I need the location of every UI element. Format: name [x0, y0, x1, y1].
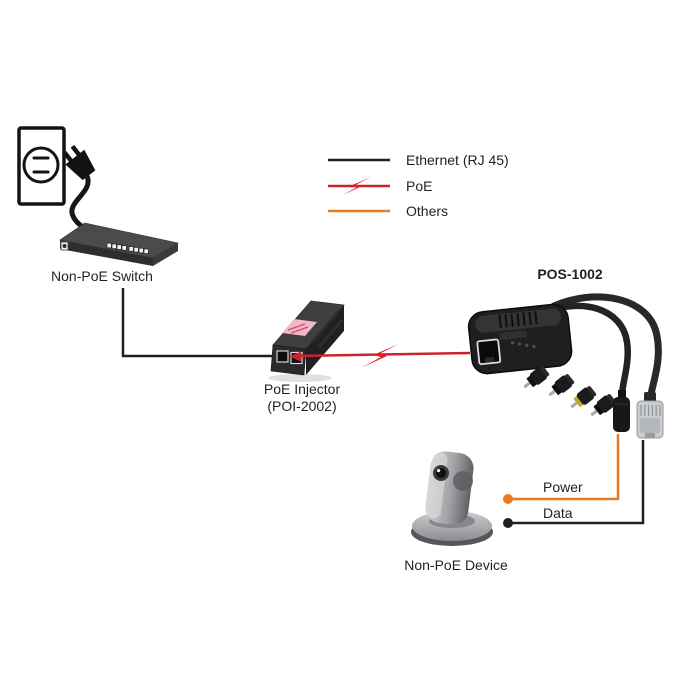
switch-ports	[106, 242, 149, 254]
power-cord	[69, 173, 91, 231]
power-line	[508, 434, 620, 501]
injector-shadow	[268, 374, 332, 382]
legend-item-ethernet: Ethernet (RJ 45)	[328, 152, 509, 168]
legend-poe-label: PoE	[406, 178, 432, 194]
injector-model-label: (POI-2002)	[267, 398, 336, 414]
ethernet-line-switch-to-injector	[121, 288, 273, 358]
splitter-label: POS-1002	[537, 266, 603, 282]
plug-prong	[70, 144, 81, 157]
data-line-dot	[503, 518, 513, 528]
plug-body	[65, 149, 96, 181]
camera-speaker	[453, 471, 473, 491]
camera-device	[411, 451, 493, 546]
barrel-adapter	[548, 374, 575, 396]
dc-power-connector	[613, 390, 630, 432]
camera-lens-glint	[437, 469, 441, 473]
barrel-adapter	[570, 386, 597, 408]
outlet-socket	[22, 146, 60, 184]
poe-line-injector-to-splitter	[289, 344, 471, 368]
splitter-rj45-port	[476, 338, 502, 366]
legend-others-label: Others	[406, 203, 448, 219]
injector-side-ridges	[310, 311, 344, 349]
data-label: Data	[543, 505, 573, 521]
splitter-print	[499, 330, 527, 340]
splitter-port-tab	[484, 356, 495, 363]
plug-prong	[62, 151, 74, 163]
legend-item-others: Others	[328, 203, 448, 219]
power-connection: Power	[503, 434, 620, 504]
switch-label: Non-PoE Switch	[51, 268, 153, 284]
switch-logo-mark	[62, 244, 67, 248]
splitter-data-cable	[550, 293, 662, 404]
rj45-plug	[636, 392, 664, 439]
power-line-dot	[503, 494, 513, 504]
wall-outlet	[17, 126, 66, 206]
poe-line	[295, 351, 471, 358]
rj45-contacts	[640, 405, 661, 416]
non-poe-switch-device	[59, 222, 179, 266]
splitter-led-dots	[510, 341, 536, 349]
barrel-adapter	[523, 366, 550, 388]
poe-splitter-device	[467, 293, 664, 439]
legend-item-poe: PoE	[328, 177, 432, 195]
injector-label: PoE Injector	[264, 381, 341, 397]
power-label: Power	[543, 479, 583, 495]
data-line	[508, 440, 645, 525]
camera-label: Non-PoE Device	[404, 557, 508, 573]
legend: Ethernet (RJ 45) PoE Others	[328, 152, 509, 219]
splitter-body	[467, 303, 573, 375]
poe-arrowhead	[289, 351, 301, 362]
injector-label-sticker	[282, 319, 317, 336]
injector-sticker-print	[287, 323, 309, 334]
poe-injector-device	[268, 300, 345, 382]
legend-ethernet-label: Ethernet (RJ 45)	[406, 152, 509, 168]
switch-side-face	[153, 243, 178, 266]
splitter-vents	[498, 311, 538, 329]
data-connection: Data	[503, 440, 645, 528]
splitter-power-cable	[542, 302, 631, 398]
power-plug	[62, 144, 96, 181]
switch-front-face	[60, 240, 153, 266]
injector-port-in	[276, 350, 289, 363]
barrel-adapter	[590, 394, 617, 416]
